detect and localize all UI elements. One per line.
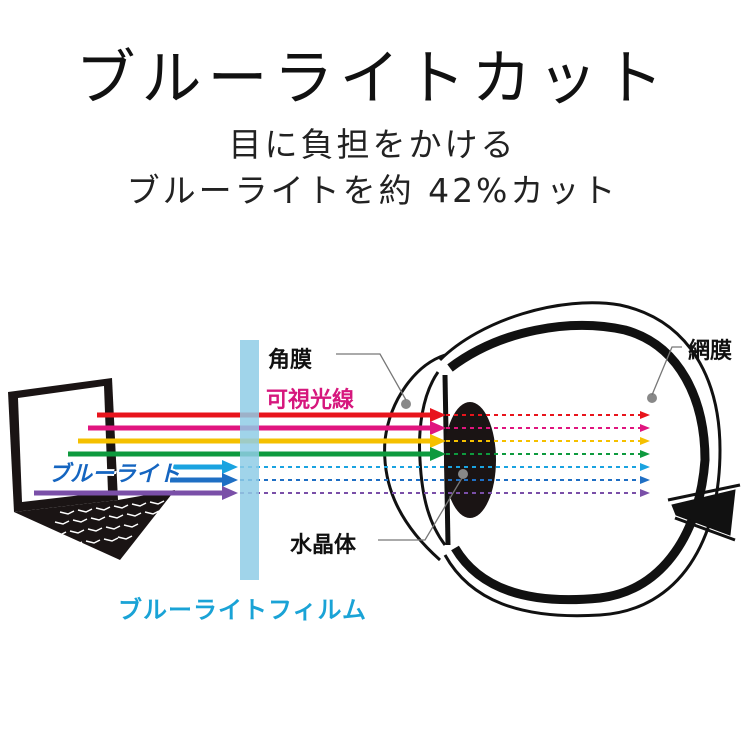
subtitle-line-1: 目に負担をかける xyxy=(228,125,517,164)
eyeball-illustration xyxy=(383,301,741,618)
label-blue-light-film: ブルーライトフィルム xyxy=(118,596,368,624)
lens-shape xyxy=(444,402,496,518)
label-blue-light: ブルーライト xyxy=(48,462,181,487)
leader-lines xyxy=(336,346,682,541)
label-retina: 網膜 xyxy=(688,339,733,364)
blue-light-rays xyxy=(34,460,238,500)
blue-light-film-bar xyxy=(240,340,259,580)
page-title: ブルーライトカット xyxy=(75,44,670,114)
subtitle-line-2: ブルーライトを約 42%カット xyxy=(126,171,619,210)
label-cornea: 角膜 xyxy=(268,348,313,373)
dotted-ray-continuations xyxy=(240,414,640,494)
retina-arrowheads xyxy=(640,411,650,497)
laptop-icon xyxy=(8,378,175,560)
label-lens: 水晶体 xyxy=(290,533,357,558)
label-visible-light: 可視光線 xyxy=(266,388,355,413)
